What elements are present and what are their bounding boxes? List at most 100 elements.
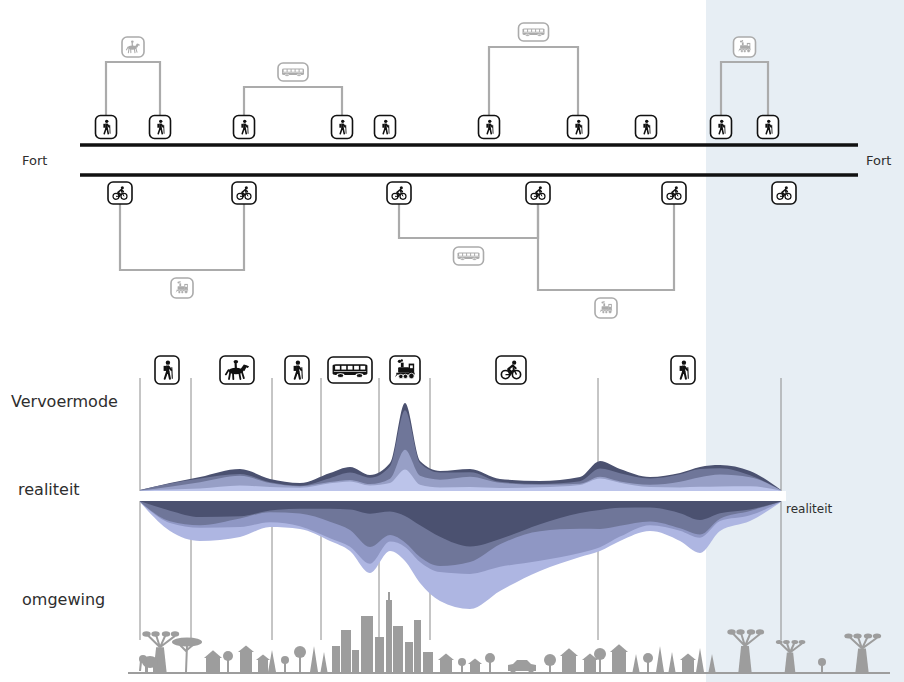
skyline-silhouette bbox=[529, 669, 534, 674]
hiker-icon bbox=[479, 116, 500, 139]
skyline-silhouette bbox=[375, 637, 384, 672]
train-icon bbox=[409, 364, 415, 374]
cyclist-icon bbox=[512, 370, 520, 378]
hiker-icon bbox=[382, 120, 389, 134]
hiker-icon bbox=[681, 367, 688, 379]
hiker-icon bbox=[771, 125, 772, 134]
bus-icon bbox=[540, 30, 543, 32]
stream-graph bbox=[136, 356, 786, 640]
hiker-icon bbox=[576, 125, 581, 134]
skyline-silhouette bbox=[669, 652, 676, 672]
skyline-silhouette bbox=[779, 641, 802, 652]
hiker-icon bbox=[164, 360, 173, 378]
horse-icon bbox=[122, 37, 144, 57]
skyline-silhouette bbox=[612, 652, 626, 672]
route-line bbox=[80, 173, 858, 177]
cyclist-icon bbox=[526, 182, 550, 204]
bus-icon bbox=[463, 254, 466, 256]
hiker-icon bbox=[568, 116, 589, 139]
skyline-silhouette bbox=[791, 640, 798, 644]
cyclist-icon bbox=[496, 356, 526, 384]
cyclist-icon bbox=[772, 182, 796, 204]
stream-layer bbox=[140, 501, 781, 546]
reality-band bbox=[136, 491, 786, 501]
bus-icon bbox=[467, 254, 470, 256]
bus-icon bbox=[328, 357, 372, 383]
hiker-icon bbox=[680, 366, 683, 371]
skyline-silhouette bbox=[240, 652, 252, 672]
text-label: Fort bbox=[866, 154, 891, 167]
bus-icon bbox=[475, 254, 478, 256]
skyline-silhouette bbox=[268, 650, 276, 672]
train-icon bbox=[600, 301, 613, 313]
cyclist-icon bbox=[108, 182, 132, 204]
hiker-icon bbox=[285, 356, 309, 384]
hiker-icon bbox=[492, 125, 493, 134]
hiker-icon bbox=[766, 125, 771, 134]
train-icon bbox=[410, 365, 413, 368]
hiker-icon bbox=[159, 120, 162, 123]
skyline-silhouette bbox=[470, 664, 480, 672]
skyline-silhouette bbox=[818, 658, 826, 666]
train-icon bbox=[399, 374, 403, 378]
bus-icon bbox=[523, 32, 543, 33]
bus-icon bbox=[278, 63, 308, 81]
skyline-silhouette bbox=[145, 664, 148, 672]
hiker-icon bbox=[575, 124, 577, 128]
train-icon bbox=[603, 301, 605, 303]
horse-icon bbox=[126, 41, 140, 53]
skyline-silhouette bbox=[321, 652, 328, 672]
train-icon bbox=[595, 298, 617, 318]
hiker-icon bbox=[649, 125, 650, 134]
train-icon bbox=[181, 291, 184, 294]
hiker-icon bbox=[166, 360, 170, 364]
skyline-silhouette bbox=[281, 656, 289, 664]
hiker-icon bbox=[719, 125, 724, 134]
horse-icon bbox=[220, 356, 254, 384]
hiker-icon bbox=[718, 120, 725, 134]
train-icon bbox=[176, 281, 189, 293]
bus-icon bbox=[278, 63, 308, 81]
train-icon bbox=[176, 291, 178, 293]
train-icon bbox=[734, 37, 756, 57]
horse-icon bbox=[122, 37, 144, 57]
hiker-icon bbox=[339, 120, 346, 134]
hiker-icon bbox=[636, 116, 657, 139]
hiker-icon bbox=[341, 120, 344, 123]
hiker-icon bbox=[332, 116, 353, 139]
horse-icon bbox=[220, 356, 254, 384]
skyline-silhouette bbox=[405, 642, 413, 672]
hiker-icon bbox=[247, 125, 248, 134]
text-label: Vervoermode bbox=[11, 394, 118, 410]
stream-layer bbox=[140, 501, 781, 574]
skyline-silhouette bbox=[386, 600, 392, 672]
train-icon bbox=[748, 44, 750, 46]
hiker-icon bbox=[724, 125, 725, 134]
hiker-icon bbox=[488, 120, 491, 123]
cyclist-icon bbox=[237, 186, 251, 199]
train-icon bbox=[179, 281, 181, 283]
train-icon bbox=[171, 278, 193, 298]
segment-divider bbox=[140, 378, 141, 640]
hiker-icon bbox=[103, 120, 110, 134]
skyline-silhouette bbox=[458, 658, 466, 666]
hiker-icon bbox=[575, 120, 582, 134]
cyclist-icon bbox=[777, 186, 791, 199]
bus-icon bbox=[337, 374, 344, 378]
hiker-icon bbox=[294, 360, 303, 378]
horse-icon bbox=[236, 364, 239, 372]
text-label: realiteit bbox=[786, 503, 832, 515]
skyline-silhouette bbox=[709, 654, 716, 672]
skyline-silhouette bbox=[776, 640, 783, 644]
horse-icon bbox=[126, 47, 137, 53]
cyclist-icon bbox=[501, 361, 520, 379]
segment-divider bbox=[781, 378, 782, 640]
skyline-silhouette bbox=[799, 640, 806, 644]
skyline-silhouette bbox=[785, 653, 796, 673]
train-icon bbox=[390, 356, 420, 384]
bus-icon bbox=[297, 74, 301, 76]
hiker-icon bbox=[345, 125, 346, 134]
skyline-silhouette bbox=[440, 660, 452, 672]
mode-bracket bbox=[244, 87, 342, 116]
